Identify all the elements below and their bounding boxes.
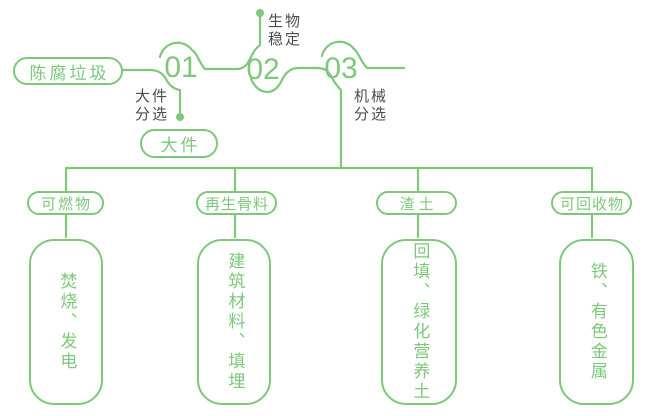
step2-process-line2: 稳定 bbox=[268, 31, 303, 48]
step1-process-line2: 分选 bbox=[135, 106, 170, 123]
node-category-recycled-aggregate: 再生骨料 bbox=[196, 191, 277, 215]
disposal-building-material-text: 建筑材料、填埋 bbox=[225, 252, 245, 392]
step3-arc-and-tail bbox=[320, 40, 406, 70]
step2-underarc-and-segment bbox=[249, 66, 319, 94]
step1-process-line1: 大件 bbox=[135, 88, 170, 105]
disposal-metals-text: 铁、有色金属 bbox=[587, 262, 607, 382]
step3-process-line2: 分选 bbox=[354, 106, 389, 123]
node-category-slag-soil: 渣土 bbox=[376, 191, 457, 215]
category-recyclables-label: 可回收物 bbox=[559, 195, 624, 213]
category-combustible-label: 可燃物 bbox=[40, 195, 92, 213]
node-category-recyclables: 可回收物 bbox=[551, 191, 632, 215]
category-slag-soil-label: 渣土 bbox=[399, 195, 438, 213]
node-disposal-metals: 铁、有色金属 bbox=[559, 239, 634, 405]
node-disposal-incineration: 焚烧、发电 bbox=[29, 239, 103, 405]
step-number-02: 02 bbox=[246, 53, 280, 86]
step2-riser-line bbox=[235, 15, 262, 71]
node-root: 陈腐垃圾 bbox=[13, 57, 123, 85]
step1-arc-and-segment bbox=[158, 41, 239, 71]
node-disposal-building-material: 建筑材料、填埋 bbox=[197, 239, 271, 405]
connector-dot bbox=[176, 113, 184, 121]
disposal-backfill-text: 回填、绿化营养土 bbox=[410, 242, 430, 402]
distribution-line bbox=[64, 166, 594, 193]
step2-process-label: 生物 稳定 bbox=[268, 13, 302, 49]
step3-entry-drop-line bbox=[315, 66, 343, 170]
connector-dot bbox=[256, 9, 264, 17]
step3-process-label: 机械 分选 bbox=[354, 88, 388, 124]
disposal-incineration-text: 焚烧、发电 bbox=[57, 272, 77, 372]
node-root-label: 陈腐垃圾 bbox=[29, 63, 110, 83]
node-disposal-backfill: 回填、绿化营养土 bbox=[381, 239, 457, 405]
step2-process-line1: 生物 bbox=[268, 13, 303, 30]
step1-drop-line bbox=[148, 68, 182, 114]
step-number-01: 01 bbox=[164, 51, 198, 84]
node-bulky-output-label: 大件 bbox=[160, 136, 201, 155]
step-number-03: 03 bbox=[324, 52, 358, 85]
step3-process-line1: 机械 bbox=[354, 88, 389, 105]
node-bulky-output: 大件 bbox=[140, 129, 218, 158]
category-recycled-aggregate-label: 再生骨料 bbox=[204, 195, 269, 213]
node-category-combustible: 可燃物 bbox=[27, 191, 104, 215]
step1-process-label: 大件 分选 bbox=[135, 88, 169, 124]
